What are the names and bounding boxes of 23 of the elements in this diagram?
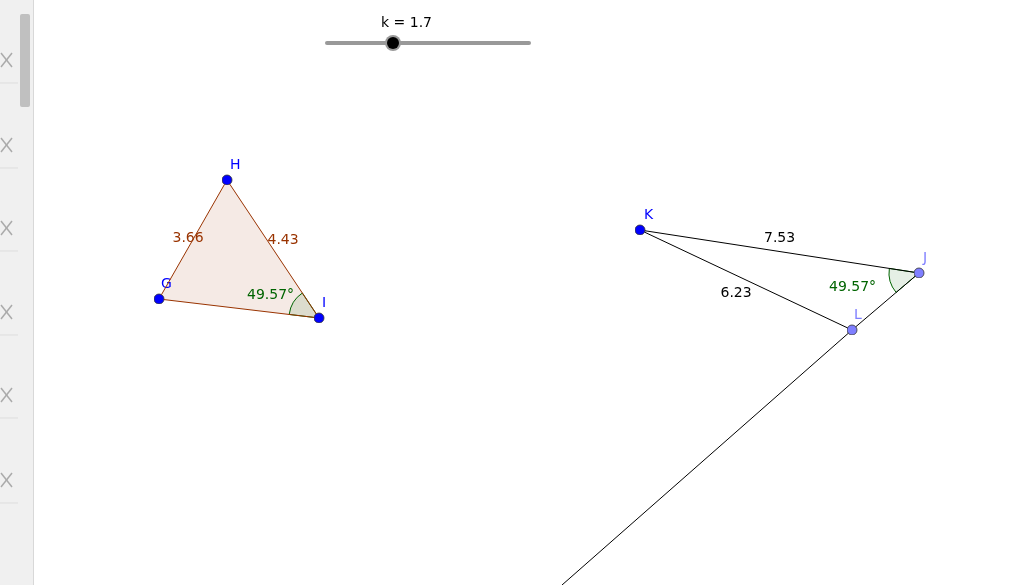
point-label: J [923,249,928,265]
line-segment [644,231,848,329]
point [222,156,242,185]
point-label: L [854,306,862,322]
line-segment [561,332,849,585]
slider-label: k = 1.7 [381,14,432,30]
point-label: I [322,294,327,310]
length-label: 4.43 [267,231,299,247]
line-segment [855,275,916,328]
angle-label: 49.57° [247,286,295,302]
line-segment [163,299,315,318]
point [154,275,173,304]
line-segment [644,230,915,273]
point-label: K [644,206,654,222]
length-label: 3.66 [172,228,204,245]
point-label: H [230,156,241,172]
length-label: 7.53 [764,228,796,245]
angle-label: 49.57° [829,278,877,294]
point-label: G [161,275,172,291]
line-segment [229,183,317,315]
length-label: 6.23 [720,284,752,300]
point [635,206,656,235]
line-segment [161,183,225,296]
